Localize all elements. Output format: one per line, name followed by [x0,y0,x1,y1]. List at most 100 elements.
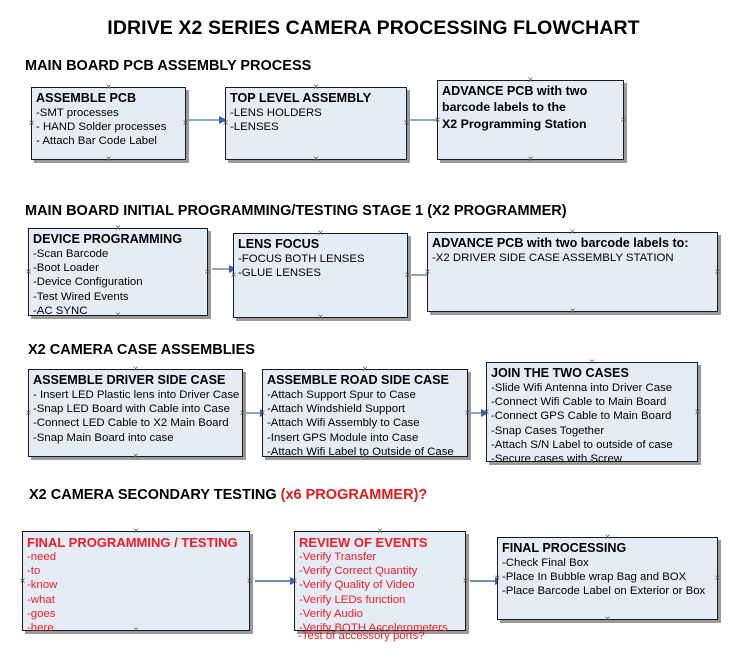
connection-handle-bottom[interactable] [568,307,577,316]
box-line: -Test Wired Events [33,290,129,303]
section-heading-text: MAIN BOARD PCB ASSEMBLY PROCESS [25,58,312,74]
box-line: -Secure cases with Screw [491,453,623,466]
box-review-of-events[interactable]: REVIEW OF EVENTS -Verify Transfer -Verif… [294,531,466,634]
box-line: -here [27,622,54,635]
box-line: -Verify BOTH Accelerometers [299,622,448,635]
box-header: FINAL PROGRAMMING / TESTING [27,535,238,550]
connection-handle-left[interactable] [18,577,27,586]
box-advance-pcb-to-programming-station[interactable]: ADVANCE PCB with two barcode labels to t… [437,80,624,160]
box-line: -Attach Windshield Support [267,403,406,416]
box-line: -Verify LEDs function [299,593,406,606]
connection-handle-bottom[interactable] [603,615,612,624]
box-line: -Scan Barcode [33,248,109,260]
connection-handle-left[interactable] [24,409,33,418]
box-line: -Attach Wifi Assembly to Case [267,417,420,430]
box-line: -goes [27,607,56,620]
connection-handle-bottom[interactable] [526,155,535,164]
box-line: -Connect LED Cable to X2 Main Board [33,417,229,430]
box-line: - Attach Bar Code Label [36,135,157,148]
box-line: X2 Programming Station [442,117,587,131]
box-header: FINAL PROCESSING [502,541,627,555]
box-line: -Snap LED Board with Cable into Case [33,403,230,416]
section-heading-main-board-initial-programming: MAIN BOARD INITIAL PROGRAMMING/TESTING S… [25,203,567,219]
box-overflow-line-review-of-events: -Test of accessory ports? [298,630,425,642]
box-line: -Snap Main Board into case [33,431,174,444]
box-line: - Insert LED Plastic lens into Driver Ca… [33,389,240,401]
section-heading-main-board-pcb-assembly: MAIN BOARD PCB ASSEMBLY PROCESS [25,58,311,74]
connection-handle-right[interactable] [693,408,702,417]
connection-handle-right[interactable] [713,574,722,583]
box-line: -AC SYNC [33,304,88,317]
box-line: -GLUE LENSES [238,267,321,280]
box-header: DEVICE PROGRAMMING [33,232,183,246]
connection-handle-right[interactable] [203,268,212,277]
box-line: -Attach S/N Label to outside of case [491,438,673,451]
box-line: -Snap Cases Together [491,424,605,437]
connection-handle-bottom[interactable] [131,452,140,461]
box-line: -Verify Quality of Video [299,579,415,592]
box-header: ASSEMBLE DRIVER SIDE CASE [33,373,226,387]
connection-handle-right[interactable] [245,577,254,586]
box-line: -to [27,565,41,578]
box-lens-focus[interactable]: LENS FOCUS -FOCUS BOTH LENSES -GLUE LENS… [233,233,408,318]
box-line: -Attach Wifi Label to Outside of Case [267,445,454,458]
box-line: barcode labels to the [442,100,566,114]
box-final-processing[interactable]: FINAL PROCESSING -Check Final Box -Place… [497,537,718,620]
box-line: -know [27,579,58,592]
box-line: -Slide Wifi Antenna into Driver Case [491,382,673,394]
arrow-assemble-pcb-to-top-level-assembly [189,115,227,124]
box-top-level-assembly[interactable]: TOP LEVEL ASSEMBLY -LENS HOLDERS -LENSES [225,87,407,160]
connection-handle-right[interactable] [713,268,722,277]
box-assemble-driver-side-case[interactable]: ASSEMBLE DRIVER SIDE CASE - Insert LED P… [28,369,243,457]
box-line: -Insert GPS Module into Case [267,431,419,444]
box-device-programming[interactable]: DEVICE PROGRAMMING -Scan Barcode -Boot L… [28,228,208,317]
connection-handle-right[interactable] [619,116,628,125]
page-title: IDRIVE X2 SERIES CAMERA PROCESSING FLOWC… [107,17,640,39]
section-heading-x2-camera-secondary-testing: X2 CAMERA SECONDARY TESTING (x6 PROGRAMM… [29,487,427,503]
connection-handle-right[interactable] [461,577,470,586]
section-heading-x2-camera-case-assemblies: X2 CAMERA CASE ASSEMBLIES [28,342,255,358]
box-line: -Device Configuration [33,276,143,289]
box-line: -Verify Audio [299,607,363,620]
connection-handle-bottom[interactable] [104,155,113,164]
connection-handle-left[interactable] [27,119,36,128]
box-line: -Connect GPS Cable to Main Board [491,410,672,423]
connection-handle-left[interactable] [24,268,33,277]
box-assemble-road-side-case[interactable]: ASSEMBLE ROAD SIDE CASE -Attach Support … [262,369,468,458]
section-heading-text: MAIN BOARD INITIAL PROGRAMMING/TESTING S… [25,203,567,219]
box-line: -need [27,551,57,563]
box-line: -what [27,593,55,606]
box-line: -Attach Support Spur to Case [267,389,416,401]
section-heading-text: X2 CAMERA SECONDARY TESTING [29,487,281,503]
box-header: LENS FOCUS [238,237,320,251]
box-line: -Connect Wifi Cable to Main Board [491,396,667,409]
box-header: ADVANCE PCB with two [442,84,588,98]
box-line: -FOCUS BOTH LENSES [238,253,365,265]
box-line: -Boot Loader [33,262,99,275]
section-heading-text: X2 CAMERA CASE ASSEMBLIES [28,342,255,358]
box-line: -X2 DRIVER SIDE CASE ASSEMBLY STATION [432,252,674,264]
box-final-programming-testing[interactable]: FINAL PROGRAMMING / TESTING -need -to -k… [22,531,250,634]
arrow-final-programming-to-review-of-events [255,576,298,585]
box-line: -Place Barcode Label on Exterior or Box [502,585,706,598]
box-header: ADVANCE PCB with two barcode labels to: [432,236,689,250]
box-line: -Verify Transfer [299,551,377,563]
box-header: TOP LEVEL ASSEMBLY [230,91,372,105]
box-line: -Verify Correct Quantity [299,565,418,578]
box-header: REVIEW OF EVENTS [299,535,428,550]
box-header: ASSEMBLE PCB [36,91,137,105]
box-assemble-pcb[interactable]: ASSEMBLE PCB -SMT processes - HAND Solde… [31,87,186,160]
box-join-the-two-cases[interactable]: JOIN THE TWO CASES -Slide Wifi Antenna i… [486,362,698,465]
connection-handle-bottom[interactable] [316,313,325,322]
connection-handle-bottom[interactable] [312,155,321,164]
box-advance-pcb-to-driver-side-case[interactable]: ADVANCE PCB with two barcode labels to: … [427,232,718,312]
arrow-road-side-to-join-cases [470,408,489,417]
section-heading-red-suffix: (x6 PROGRAMMER)? [280,487,428,503]
box-line: -LENSES [230,121,279,134]
box-line: -LENS HOLDERS [230,107,322,119]
box-header: ASSEMBLE ROAD SIDE CASE [267,373,449,387]
box-line: - HAND Solder processes [36,121,167,134]
box-line: -Place In Bubble wrap Bag and BOX [502,571,687,584]
box-line: -Check Final Box [502,557,589,569]
